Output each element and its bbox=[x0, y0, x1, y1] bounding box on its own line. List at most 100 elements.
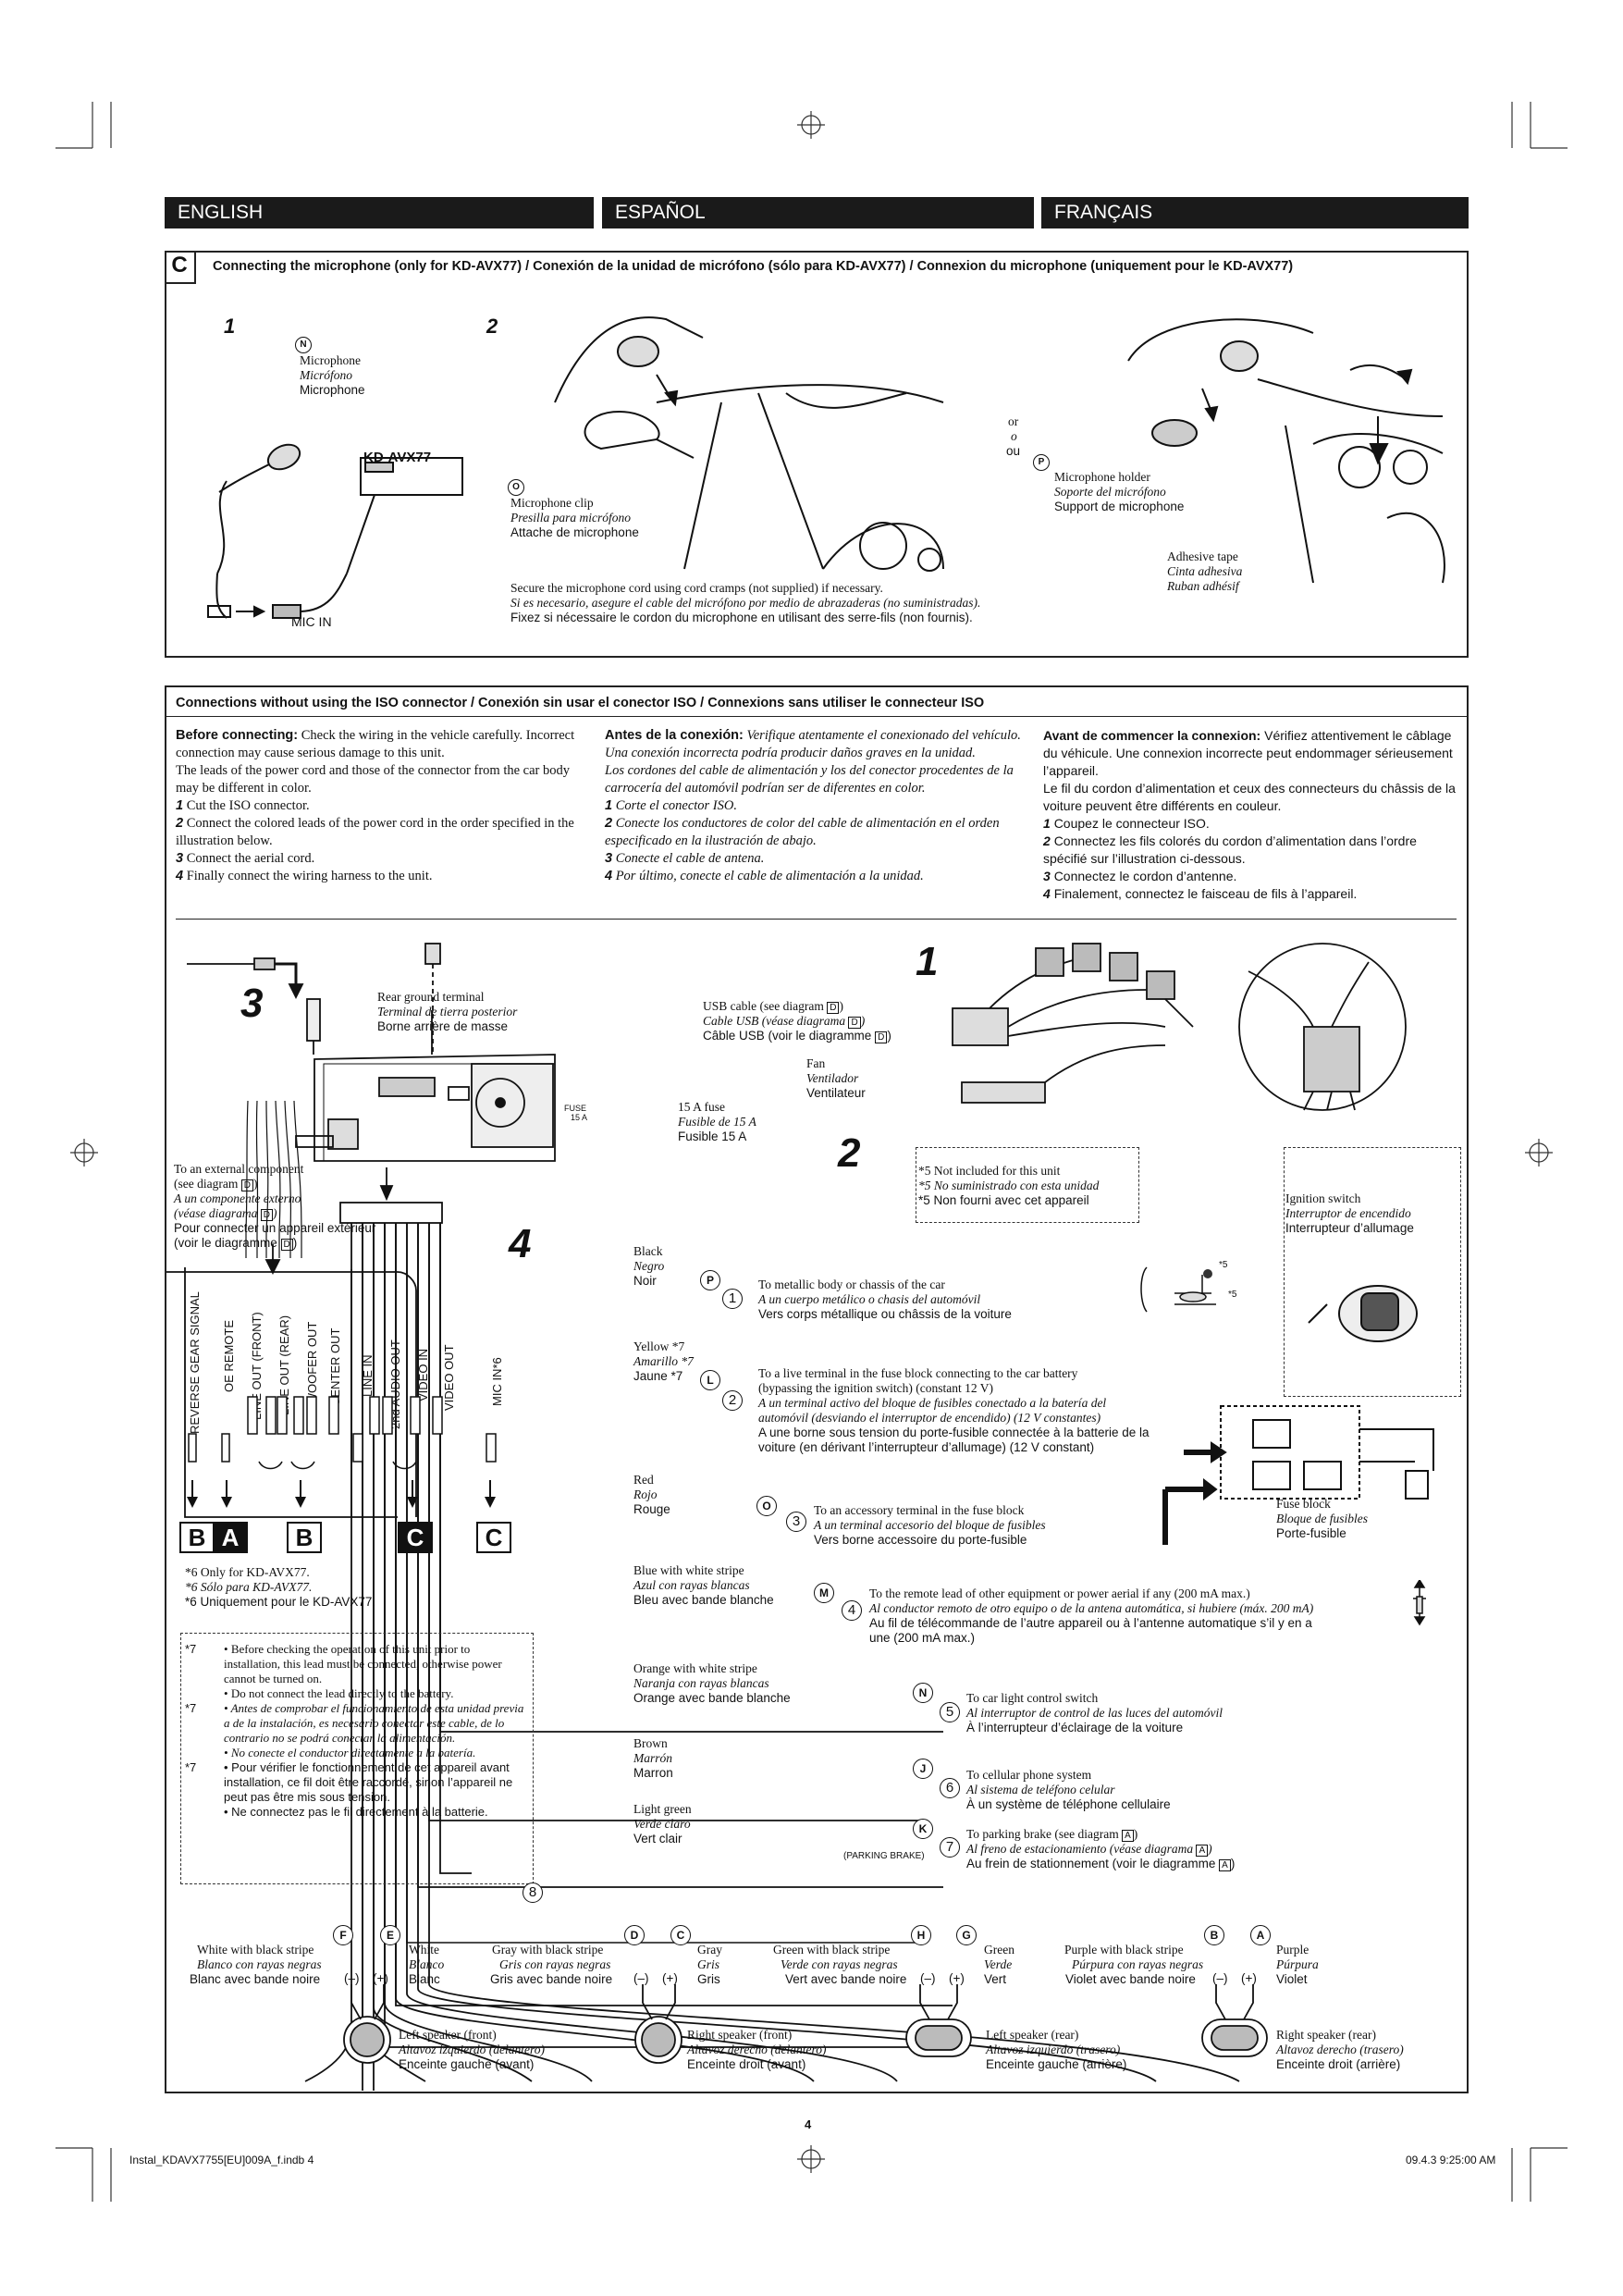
spk4-name-es: Altavoz derecho (trasero) bbox=[1276, 2043, 1404, 2056]
tape-label-fr: Ruban adhésif bbox=[1167, 579, 1239, 593]
intro-fr-step1: Coupez le connecteur ISO. bbox=[1053, 816, 1210, 831]
note7-es-1: Antes de comprobar el funcionamiento de … bbox=[224, 1701, 524, 1745]
section-iso-box bbox=[165, 685, 1469, 2093]
note7-fr-mark: *7 bbox=[185, 1760, 197, 1774]
intro-en-step3-num: 3 bbox=[176, 851, 184, 866]
parking-brake-tag: (PARKING BRAKE) bbox=[843, 1851, 925, 1861]
spk1-c2-en: White bbox=[409, 1943, 439, 1957]
intro-es-lead: Antes de la conexión: bbox=[605, 728, 744, 743]
wire2-color-fr: Jaune *7 bbox=[633, 1369, 683, 1383]
spk2-letter1: D bbox=[624, 1925, 645, 1945]
microphone-illustration bbox=[207, 443, 463, 619]
spk1-c1-es: Blanco con rayas negras bbox=[197, 1957, 322, 1971]
box-letter-b1: B bbox=[179, 1522, 215, 1553]
section-c-letter: C bbox=[165, 251, 196, 284]
tape-label-en: Adhesive tape bbox=[1167, 549, 1238, 563]
diagram-step2: 2 bbox=[838, 1130, 861, 1176]
intro-en-step4-num: 4 bbox=[176, 869, 184, 883]
spk2-c2-en: Gray bbox=[697, 1943, 722, 1957]
tape-label-es: Cinta adhesiva bbox=[1167, 564, 1243, 578]
intro-fr: Avant de commencer la connexion: Vérifie… bbox=[1043, 727, 1464, 903]
intro-fr-step4: Finalement, connectez le faisceau de fil… bbox=[1053, 886, 1358, 901]
spk4-c1-es: Púrpura con rayas negras bbox=[1072, 1957, 1204, 1971]
model-label: KD-AVX77 bbox=[363, 450, 432, 465]
box-letter-c1: C bbox=[398, 1522, 433, 1553]
fuse-block-fr: Porte-fusible bbox=[1276, 1526, 1346, 1540]
not-included-fr: *5 Non fourni avec cet appareil bbox=[918, 1193, 1089, 1207]
spk4-c1-fr: Violet avec bande noire bbox=[1065, 1972, 1196, 1986]
fuse-block-es: Bloque de fusibles bbox=[1276, 1512, 1368, 1525]
mic-label-en: Microphone bbox=[300, 353, 361, 367]
spk4-c2-es: Púrpura bbox=[1276, 1957, 1319, 1971]
wire5-color-en: Orange with white stripe bbox=[633, 1661, 757, 1675]
iso-title-rule bbox=[166, 716, 1467, 717]
wire7-dest-en-diag: A bbox=[1122, 1830, 1134, 1842]
speaker-icons bbox=[343, 1984, 1268, 2064]
wire5-dest-es: Al interruptor de control de las luces d… bbox=[966, 1706, 1223, 1720]
spk3-c2-en: Green bbox=[984, 1943, 1014, 1957]
intro-en-text2: The leads of the power cord and those of… bbox=[176, 763, 570, 796]
spk2-c2-es: Gris bbox=[697, 1957, 720, 1971]
wire6-dest-en: To cellular phone system bbox=[966, 1768, 1092, 1782]
spk2-minus: (–) bbox=[633, 1971, 649, 1985]
fuse-block-illustration bbox=[1162, 1285, 1434, 1545]
spk2-c1-en: Gray with black stripe bbox=[492, 1943, 604, 1957]
lang-english: ENGLISH bbox=[165, 197, 594, 228]
power-aerial-icon bbox=[1413, 1580, 1426, 1626]
box-letter-b2: B bbox=[287, 1522, 322, 1553]
spk2-c1-fr: Gris avec bande noire bbox=[490, 1972, 613, 1986]
spk3-name-en: Left speaker (rear) bbox=[986, 2028, 1079, 2042]
wire3-color-en: Red bbox=[633, 1473, 654, 1487]
intro-fr-lead: Avant de commencer la connexion: bbox=[1043, 728, 1261, 743]
spk3-c1-fr: Vert avec bande noire bbox=[785, 1972, 907, 1986]
wire5-dest-en: To car light control switch bbox=[966, 1691, 1099, 1705]
wire3-dest-en: To an accessory terminal in the fuse blo… bbox=[814, 1503, 1025, 1517]
intro-es-step2-num: 2 bbox=[605, 816, 613, 831]
wire1-num: 1 bbox=[722, 1289, 743, 1309]
wire2-color-es: Amarillo *7 bbox=[633, 1354, 694, 1368]
spk3-c2-fr: Vert bbox=[984, 1972, 1007, 1986]
wire2-num: 2 bbox=[722, 1390, 743, 1411]
intro-fr-step2: Connectez les fils colorés du cordon d’a… bbox=[1043, 833, 1417, 866]
wire2-letter: L bbox=[700, 1370, 720, 1390]
intro-en-step2-num: 2 bbox=[176, 816, 184, 831]
fuse-tag: FUSE bbox=[564, 1104, 587, 1113]
spk1-letter1: F bbox=[333, 1925, 353, 1945]
wire2-dest-fr-1: A une borne sous tension du porte-fusibl… bbox=[758, 1426, 1150, 1439]
intro-en: Before connecting: Check the wiring in t… bbox=[176, 727, 592, 885]
spk2-plus: (+) bbox=[662, 1971, 678, 1985]
ext-fr-diag: D bbox=[280, 1239, 293, 1251]
spk4-name-en: Right speaker (rear) bbox=[1276, 2028, 1376, 2042]
usb-fr-diag: D bbox=[875, 1031, 888, 1043]
ext-fr-1: Pour connecter un appareil extérieur bbox=[174, 1221, 376, 1235]
wire4-color-en: Blue with white stripe bbox=[633, 1563, 744, 1577]
footer-timestamp: 09.4.3 9:25:00 AM bbox=[1406, 2154, 1496, 2166]
wire2-dest-es-2: automóvil (desviando el interruptor de e… bbox=[758, 1411, 1101, 1425]
section-c-step2: 2 bbox=[486, 315, 498, 338]
spk1-c2-fr: Blanc bbox=[409, 1972, 440, 1986]
ext-en-diag: D bbox=[240, 1179, 253, 1191]
iso-title: Connections without using the ISO connec… bbox=[176, 696, 985, 710]
wire2-color-en: Yellow *7 bbox=[633, 1339, 685, 1353]
mic-in-label: MIC IN bbox=[291, 614, 332, 629]
page-number: 4 bbox=[805, 2117, 812, 2131]
usb-fr: Câble USB (voir le diagramme D) bbox=[703, 1029, 891, 1043]
only-avx-en: *6 Only for KD-AVX77. bbox=[185, 1565, 310, 1579]
spk2-c2-fr: Gris bbox=[697, 1972, 720, 1986]
ignition-box bbox=[1284, 1147, 1461, 1397]
intro-fr-text2: Le fil du cordon d’alimentation et ceux … bbox=[1043, 781, 1456, 813]
clip-label-en: Microphone clip bbox=[510, 496, 594, 510]
intro-es: Antes de la conexión: Verifique atentame… bbox=[605, 727, 1030, 885]
wire4-dest-fr-1: Au fil de télécommande de l’autre appare… bbox=[869, 1616, 1312, 1630]
wire5-letter: N bbox=[913, 1683, 933, 1703]
section-c-step1: 1 bbox=[224, 315, 236, 338]
intro-fr-text: Vérifiez attentivement le câblage du véh… bbox=[1043, 728, 1453, 778]
rear-ground-es: Terminal de tierra posterior bbox=[377, 1005, 518, 1018]
mic-label-fr: Microphone bbox=[300, 383, 365, 397]
wire7-dest-es-diag: A bbox=[1196, 1845, 1209, 1857]
wire3-color-es: Rojo bbox=[633, 1487, 658, 1501]
note7-box bbox=[180, 1633, 534, 1884]
diagram-step1: 1 bbox=[916, 939, 939, 984]
holder-label-fr: Support de microphone bbox=[1054, 500, 1185, 513]
note7-en-mark: *7 bbox=[185, 1642, 197, 1656]
